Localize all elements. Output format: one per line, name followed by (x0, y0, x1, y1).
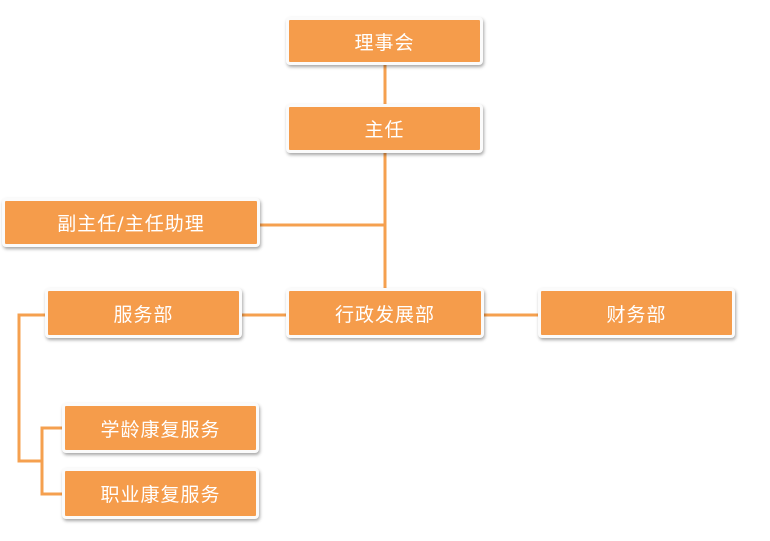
node-vocational-rehab: 职业康复服务 (62, 468, 259, 519)
node-finance-dept: 财务部 (538, 288, 735, 338)
node-board: 理事会 (286, 17, 483, 65)
node-school-age-rehab: 学龄康复服务 (62, 403, 259, 453)
line-school-age-branch (40, 426, 64, 496)
node-admin-development: 行政发展部 (286, 288, 484, 338)
node-director: 主任 (286, 104, 483, 153)
node-service-dept: 服务部 (45, 288, 242, 338)
line-service-bracket (17, 313, 47, 463)
node-deputy-director: 副主任/主任助理 (2, 198, 260, 247)
